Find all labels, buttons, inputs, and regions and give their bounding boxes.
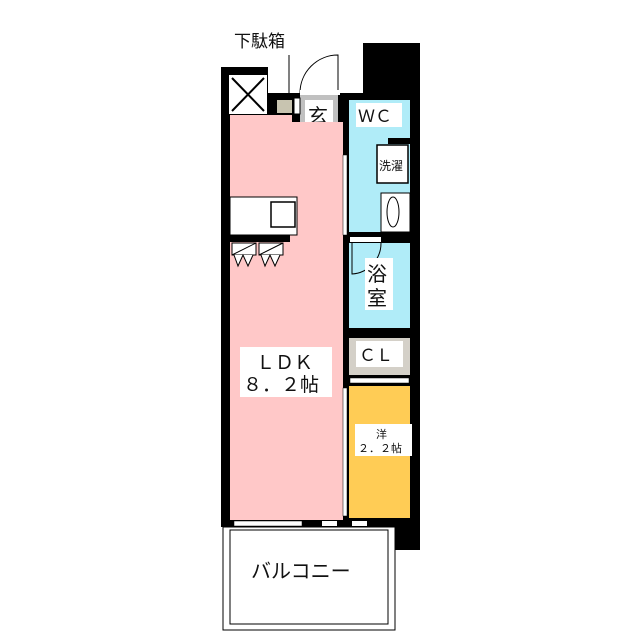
door-frame xyxy=(293,97,301,115)
door-threshold xyxy=(300,90,340,95)
closet-label: ＣＬ xyxy=(359,346,393,366)
ldk-size: ８．２帖 xyxy=(243,374,319,396)
wc-wall xyxy=(388,138,410,144)
bath-door xyxy=(350,237,381,242)
door-gap-2 xyxy=(340,67,363,93)
ldk-label-bg xyxy=(240,347,332,397)
kitchen-wall xyxy=(230,235,290,242)
laundry-area xyxy=(376,144,409,184)
laundry-label: 洗濯 xyxy=(379,159,403,173)
entrance-door-swing xyxy=(299,54,339,94)
western-room-size: ２．２帖 xyxy=(358,442,402,455)
wc-label: ＷＣ xyxy=(358,107,392,127)
kitchen-sink xyxy=(270,201,296,228)
balcony-inner xyxy=(229,529,389,625)
ldk-window xyxy=(233,520,303,527)
wc-label-bg xyxy=(356,103,402,127)
washbasin-bowl xyxy=(386,196,400,228)
western-label-bg xyxy=(355,424,412,456)
western-sliding-door xyxy=(342,387,348,517)
window-3 xyxy=(352,521,367,526)
shoe-box-label: 下駄箱 xyxy=(234,32,285,52)
ldk-label: ＬＤＫ xyxy=(256,352,313,374)
balcony-label: バルコニー xyxy=(251,559,351,583)
shoe-box xyxy=(277,100,292,113)
ldk-top-fill xyxy=(230,115,292,123)
closet-door xyxy=(349,377,410,384)
room-ldk xyxy=(230,122,343,520)
kitchen-cabinets xyxy=(231,242,284,268)
bath-label-bg xyxy=(365,258,393,310)
pipe-shaft-x2 xyxy=(231,77,265,112)
closet-label-bg xyxy=(356,341,403,367)
bath-label-2: 室 xyxy=(367,286,387,310)
wc-sliding-door xyxy=(342,154,348,236)
western-room-label: 洋 xyxy=(376,427,387,441)
bath-label-1: 浴 xyxy=(367,262,387,286)
window-2 xyxy=(322,521,337,526)
